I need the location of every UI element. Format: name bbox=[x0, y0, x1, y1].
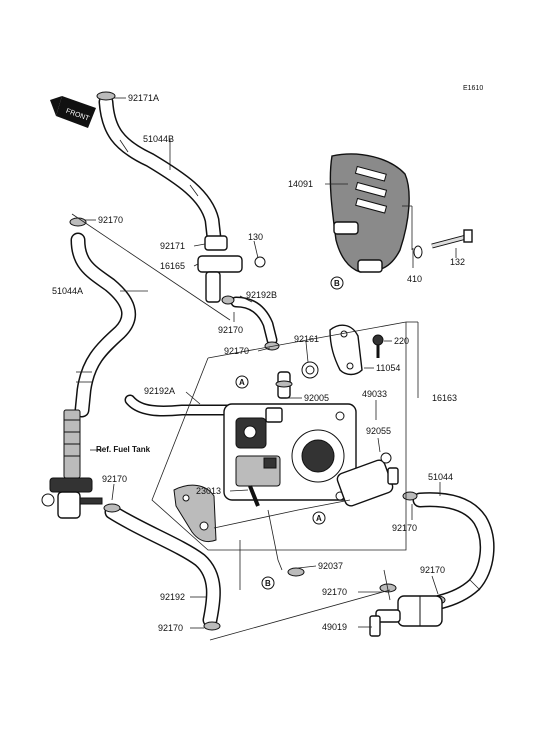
callout-92170-h: 92170 bbox=[322, 587, 347, 597]
callout-132: 132 bbox=[450, 257, 465, 267]
hose-51044B bbox=[98, 94, 222, 246]
callout-51044A: 51044A bbox=[52, 286, 83, 296]
bracket-11054 bbox=[329, 324, 363, 376]
svg-text:B: B bbox=[334, 279, 340, 288]
callout-92170-d: 92170 bbox=[102, 474, 127, 484]
heat-shield-14091 bbox=[329, 153, 410, 273]
hose-51044A bbox=[70, 232, 137, 418]
callout-16165: 16165 bbox=[160, 261, 185, 271]
svg-text:B: B bbox=[265, 579, 271, 588]
hose-51044 bbox=[412, 492, 495, 610]
diagram-code: E1610 bbox=[463, 85, 483, 92]
callout-92192A: 92192A bbox=[144, 386, 175, 396]
marker-b-bottom: B bbox=[261, 576, 275, 590]
callout-14091: 14091 bbox=[288, 179, 313, 189]
marker-b-top: B bbox=[330, 276, 344, 290]
callout-410: 410 bbox=[407, 274, 422, 284]
callout-51044B: 51044B bbox=[143, 134, 174, 144]
valve-49019 bbox=[369, 595, 443, 637]
callout-49033: 49033 bbox=[362, 389, 387, 399]
callout-92170-g: 92170 bbox=[420, 565, 445, 575]
marker-a-top: A bbox=[235, 375, 249, 389]
fuel-tap bbox=[41, 409, 103, 519]
screw-220 bbox=[372, 334, 384, 358]
callout-92171: 92171 bbox=[160, 241, 185, 251]
svg-text:A: A bbox=[239, 378, 245, 387]
callout-92170-f: 92170 bbox=[158, 623, 183, 633]
callout-92192B: 92192B bbox=[246, 290, 277, 300]
bolt-132 bbox=[431, 229, 473, 249]
joint-16165 bbox=[197, 255, 266, 303]
callout-23013: 23013 bbox=[196, 486, 221, 496]
screw-23013 bbox=[248, 485, 260, 507]
hose-92192A bbox=[124, 394, 234, 417]
callout-ref-fuel-tank: Ref. Fuel Tank bbox=[96, 445, 151, 454]
callout-130: 130 bbox=[248, 232, 263, 242]
callout-92170-b: 92170 bbox=[218, 325, 243, 335]
hose-92192B bbox=[230, 296, 278, 346]
callout-51044: 51044 bbox=[428, 472, 453, 482]
callout-labels: 92171A 51044B 14091 92170 92171 130 1616… bbox=[52, 93, 465, 633]
callout-92055: 92055 bbox=[366, 426, 391, 436]
clamp-92171 bbox=[204, 235, 228, 251]
svg-text:A: A bbox=[316, 514, 322, 523]
callout-92192: 92192 bbox=[160, 592, 185, 602]
callout-92170-c: 92170 bbox=[224, 346, 249, 356]
washer-410 bbox=[413, 245, 423, 259]
callout-92170-e: 92170 bbox=[392, 523, 417, 533]
bracket-lower bbox=[173, 484, 217, 543]
callout-11054: 11054 bbox=[376, 363, 400, 373]
throttle-body-16163 bbox=[223, 403, 357, 501]
callout-49019: 49019 bbox=[322, 622, 347, 632]
callout-92171A: 92171A bbox=[128, 93, 159, 103]
callout-16163: 16163 bbox=[432, 393, 457, 403]
front-arrow-icon: FRONT bbox=[50, 96, 96, 128]
hose-92192 bbox=[104, 504, 221, 628]
callout-92161: 92161 bbox=[294, 334, 319, 344]
valve-49033 bbox=[336, 452, 399, 507]
marker-a-bottom: A bbox=[312, 511, 326, 525]
fitting-92005 bbox=[275, 371, 293, 399]
callout-220: 220 bbox=[394, 336, 409, 346]
callout-92037: 92037 bbox=[318, 561, 343, 571]
leader-lines bbox=[71, 97, 457, 641]
callout-92005: 92005 bbox=[304, 393, 329, 403]
callout-92170-a: 92170 bbox=[98, 215, 123, 225]
